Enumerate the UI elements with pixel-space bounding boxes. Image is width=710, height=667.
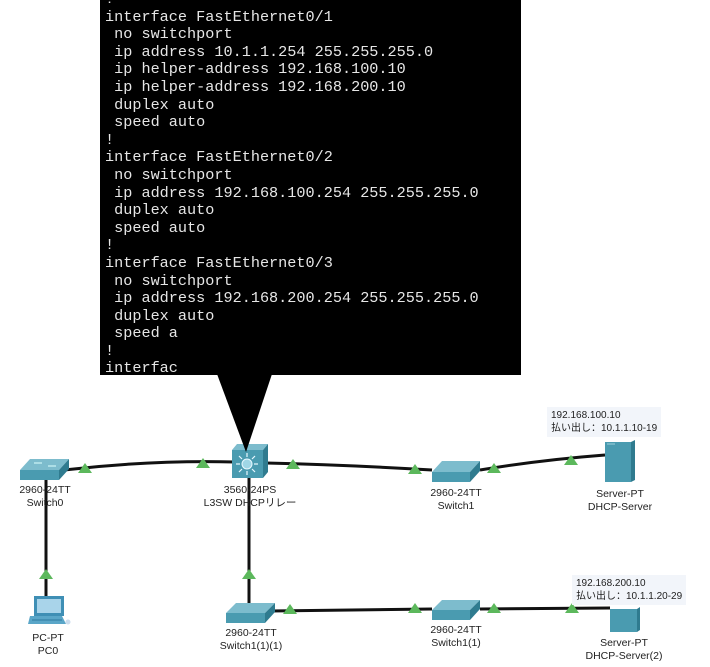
switch1-1-icon[interactable] <box>432 600 480 620</box>
link-up-icon <box>408 464 422 474</box>
link-up-icon <box>283 604 297 614</box>
switch0-label: 2960-24TT Switch0 <box>19 484 70 509</box>
config-line: interface FastEthernet0/1 <box>105 7 333 26</box>
note-pool: 払い出し：10.1.1.10-19 <box>551 423 658 434</box>
config-line: interface FastEthernet0/2 <box>105 148 333 167</box>
config-callout: !interface FastEthernet0/1 no switchport… <box>100 0 521 375</box>
device-model: 3560-24PS <box>223 484 277 496</box>
config-line: ip helper-address 192.168.100.10 <box>105 60 406 79</box>
server1-label: Server-PT DHCP-Server <box>588 488 652 513</box>
device-name: DHCP-Server(2) <box>585 649 663 662</box>
device-model: 2960-24TT <box>19 484 71 496</box>
config-line: interfac <box>105 359 178 375</box>
device-model: Server-PT <box>596 488 644 500</box>
server1-note[interactable]: 192.168.100.10 払い出し：10.1.1.10-19 <box>547 407 662 437</box>
note-ip: 192.168.100.10 <box>551 410 621 421</box>
switch1-label: 2960-24TT Switch1 <box>430 487 481 512</box>
device-name: PC0 <box>37 644 59 657</box>
device-name: Switch1 <box>437 499 475 512</box>
server1-icon[interactable] <box>605 440 635 482</box>
device-model: 2960-24TT <box>430 624 482 636</box>
switch1-icon[interactable] <box>432 461 480 482</box>
config-line: ! <box>105 236 115 255</box>
device-model: 2960-24TT <box>430 487 482 499</box>
config-line: no switchport <box>105 271 233 290</box>
device-model: PC-PT <box>32 632 64 644</box>
switch1-1-1-label: 2960-24TT Switch1(1)(1) <box>220 627 282 652</box>
link-up-icon <box>242 569 256 579</box>
switch1-1-1-icon[interactable] <box>226 603 275 623</box>
config-line: duplex auto <box>105 95 215 114</box>
config-line: ! <box>105 0 521 9</box>
config-line: no switchport <box>105 25 233 44</box>
link-switch1-server1[interactable] <box>479 453 606 472</box>
config-line: ! <box>105 130 115 149</box>
link-up-icon <box>487 603 501 613</box>
server2-label: Server-PT DHCP-Server(2) <box>585 637 662 662</box>
pc0-icon[interactable] <box>28 596 71 625</box>
running-config-text: !interface FastEthernet0/1 no switchport… <box>100 0 521 375</box>
config-line: ip address 10.1.1.254 255.255.255.0 <box>105 42 434 61</box>
pc0-label: PC-PT PC0 <box>32 632 64 657</box>
server2-icon[interactable] <box>610 607 640 632</box>
link-up-icon <box>487 463 501 473</box>
link-up-icon <box>564 455 578 465</box>
device-model: Server-PT <box>600 637 648 649</box>
device-name: DHCP-Server <box>587 500 653 513</box>
device-model: 2960-24TT <box>225 627 277 639</box>
note-pool: 払い出し：10.1.1.20-29 <box>576 591 683 602</box>
device-name: Switch1(1)(1) <box>219 639 283 652</box>
l3sw-label: 3560-24PS L3SW DHCPリレー <box>204 484 297 509</box>
config-line: speed auto <box>105 113 206 132</box>
link-up-icon <box>286 459 300 469</box>
note-ip: 192.168.200.10 <box>576 578 646 589</box>
link-up-icon <box>408 603 422 613</box>
config-line: duplex auto <box>105 306 215 325</box>
config-line: duplex auto <box>105 201 215 220</box>
link-up-icon <box>565 603 579 613</box>
switch0-icon[interactable] <box>20 459 69 480</box>
config-line: speed a <box>105 324 178 343</box>
switch1-1-label: 2960-24TT Switch1(1) <box>430 624 481 649</box>
config-line: no switchport <box>105 165 233 184</box>
device-name: Switch0 <box>26 496 64 509</box>
config-line: ip address 192.168.200.254 255.255.255.0 <box>105 289 479 308</box>
config-line: interface FastEthernet0/3 <box>105 253 333 272</box>
link-up-icon <box>39 569 53 579</box>
config-line: ip helper-address 192.168.200.10 <box>105 77 406 96</box>
device-name: L3SW DHCPリレー <box>203 496 297 509</box>
link-status-indicators <box>39 455 579 614</box>
server2-note[interactable]: 192.168.200.10 払い出し：10.1.1.20-29 <box>572 575 687 605</box>
device-name: Switch1(1) <box>431 636 481 649</box>
config-line: ! <box>105 341 115 360</box>
config-line: speed auto <box>105 218 206 237</box>
link-switch111-switch11[interactable] <box>269 607 433 613</box>
config-line: ip address 192.168.100.254 255.255.255.0 <box>105 183 479 202</box>
link-switch11-server2[interactable] <box>479 606 611 611</box>
l3-switch-icon[interactable] <box>232 444 268 478</box>
link-up-icon <box>196 458 210 468</box>
link-up-icon <box>78 463 92 473</box>
link-switch0-l3sw[interactable] <box>63 460 236 472</box>
